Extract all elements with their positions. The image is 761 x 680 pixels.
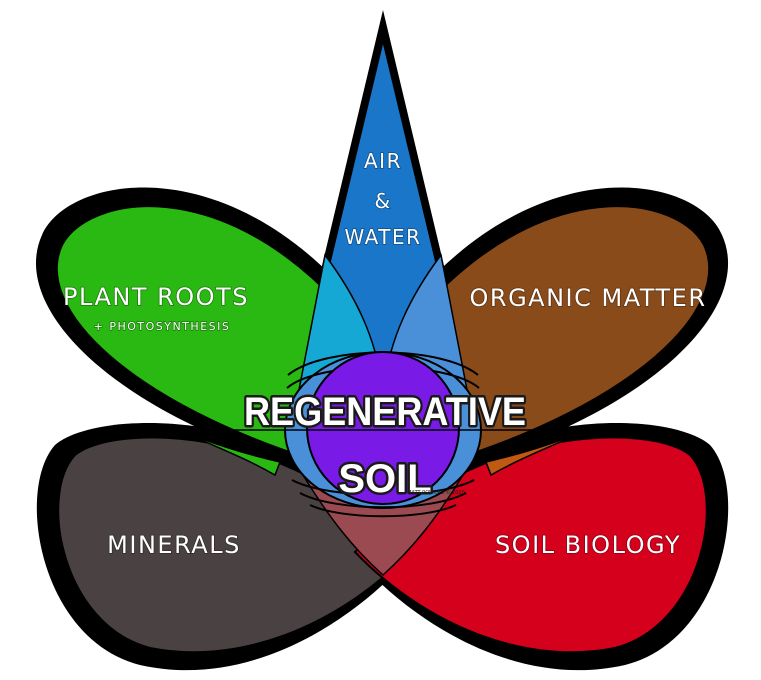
- overlap-organic-biology: [484, 429, 587, 477]
- overlap-plant-minerals: [179, 429, 282, 477]
- center-core: [306, 351, 460, 505]
- center-rings: [175, 351, 590, 518]
- center-title-line2: SOIL: [338, 457, 431, 501]
- credit-text: MATT POWERS © 2020: [407, 489, 465, 496]
- halo-arc-5: [309, 504, 457, 518]
- air-label-line2: &: [374, 189, 391, 213]
- labels: AIR & WATER PLANT ROOTS + PHOTOSYNTHESIS…: [62, 148, 707, 560]
- air-label-line3: WATER: [344, 225, 421, 249]
- organic-matter-label: ORGANIC MATTER: [470, 284, 707, 312]
- plant-roots-label: PLANT ROOTS: [63, 283, 249, 311]
- halo-arc-4: [299, 492, 467, 509]
- air-label-line1: AIR: [364, 149, 402, 173]
- plant-roots-sublabel: + PHOTOSYNTHESIS: [94, 320, 231, 333]
- soil-biology-label: SOIL BIOLOGY: [495, 531, 681, 559]
- minerals-label: MINERALS: [107, 531, 241, 559]
- center-title-line1: REGENERATIVE: [244, 390, 526, 434]
